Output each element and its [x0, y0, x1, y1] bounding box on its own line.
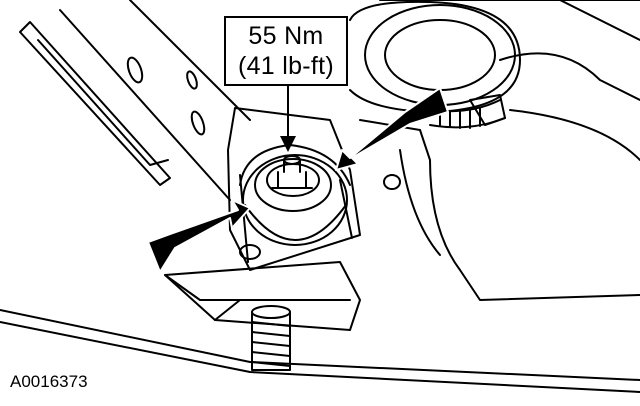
- mount-bracket: [227, 107, 401, 271]
- frame-rail: [19, 0, 251, 201]
- torque-metric: 55 Nm: [248, 22, 324, 50]
- lower-bolt: [251, 305, 291, 371]
- arrow-left-pointer: [147, 199, 251, 273]
- lower-crossmember: [164, 261, 361, 331]
- insulator-bushing: [239, 144, 351, 246]
- arrow-right-pointer: [335, 87, 449, 171]
- line-tube: [0, 309, 640, 393]
- torque-imperial: (41 lb-ft): [237, 52, 335, 80]
- rail-slots: [126, 56, 206, 136]
- callout-leader-arrow: [280, 86, 296, 152]
- stud-nut: [271, 155, 313, 189]
- figure-id: A0016373: [10, 372, 88, 391]
- torque-callout: 55 Nm (41 lb-ft): [224, 16, 348, 86]
- right-component: [359, 0, 640, 301]
